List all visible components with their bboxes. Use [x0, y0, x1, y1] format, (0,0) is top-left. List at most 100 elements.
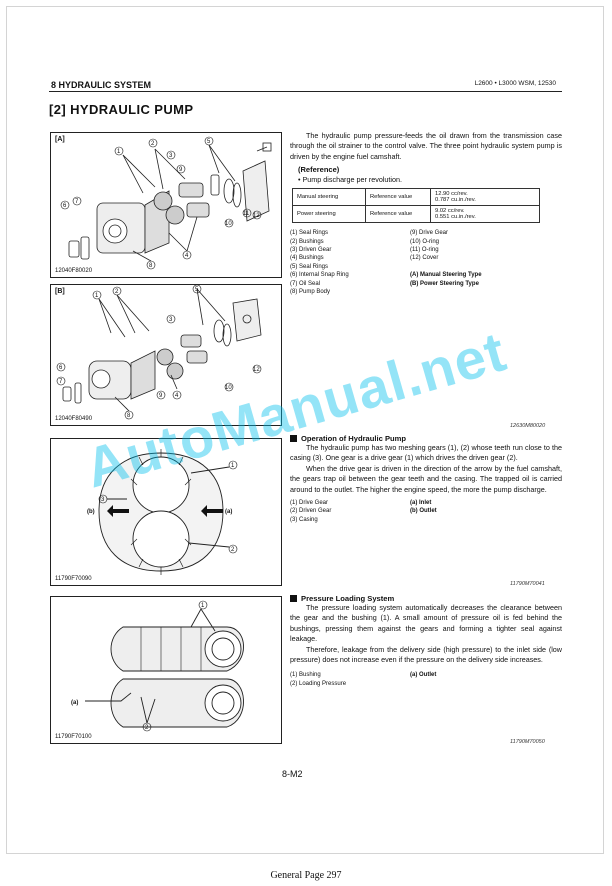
list-item: [410, 680, 550, 688]
svg-text:3: 3: [101, 497, 105, 503]
list-item: [410, 263, 550, 271]
list-item: (a) Outlet: [410, 672, 437, 679]
discharge-table: Manual steering Reference value 12.90 cc…: [292, 188, 540, 224]
figure-label: [A]: [55, 136, 65, 143]
svg-text:3: 3: [169, 317, 173, 323]
reference-title: (Reference): [298, 165, 340, 175]
svg-text:7: 7: [75, 199, 79, 205]
list-item: (7) Oil Seal: [290, 280, 321, 287]
table-cell: 12.90 cc/rev.0.787 cu.in./rev.: [430, 188, 540, 207]
figure-code: 12040F80490: [55, 416, 93, 422]
svg-text:1: 1: [117, 149, 121, 155]
pressure-column: Pressure Loading System The pressure loa…: [290, 594, 562, 688]
outlet-label: (b): [87, 509, 95, 515]
operation-heading: Operation of Hydraulic Pump: [290, 434, 562, 443]
list-item: (12) Cover: [410, 255, 439, 262]
list-item: (2) Loading Pressure: [290, 680, 347, 687]
square-bullet-icon: [290, 595, 297, 602]
svg-text:1: 1: [95, 293, 99, 299]
list-item: (3) Casing: [290, 516, 318, 523]
table-cell: Power steering: [292, 205, 366, 224]
svg-text:1: 1: [231, 463, 235, 469]
pressure-paragraph-1: The pressure loading system automaticall…: [290, 603, 562, 644]
figure-manual-steering-pump: 1 2 5 4 8 6 7 10 11 12 9 3 [A] 12040F800…: [50, 132, 282, 278]
table-cell: Reference value: [365, 188, 431, 207]
svg-text:8: 8: [149, 263, 153, 269]
svg-text:9: 9: [179, 167, 183, 173]
svg-text:2: 2: [151, 141, 155, 147]
figure-code: 11790F70100: [55, 734, 92, 740]
table-row: Manual steering Reference value 12.90 cc…: [292, 188, 540, 207]
reference-bullet: • Pump discharge per revolution.: [298, 175, 402, 185]
svg-text:6: 6: [63, 203, 67, 209]
list-item: (A) Manual Steering Type: [410, 272, 482, 279]
svg-text:2: 2: [115, 289, 119, 295]
gear-operation-drawing: 1 2 3 (b) (a): [87, 449, 238, 575]
table-row: Power steering Reference value 9.02 cc/r…: [292, 205, 540, 224]
figure-power-steering-pump: 1 2 5 4 8 6 7 10 12 3 9 [B] 12040F80490: [50, 284, 282, 426]
list-item: (3) Driven Gear: [290, 247, 332, 254]
list-item: (10) O-ring: [410, 238, 440, 245]
svg-text:9: 9: [159, 393, 163, 399]
square-bullet-icon: [290, 435, 297, 442]
operation-paragraph-1: The hydraulic pump has two meshing gears…: [290, 443, 562, 463]
svg-text:5: 5: [195, 287, 199, 293]
list-item: (5) Seal Rings: [290, 263, 329, 270]
model-header: L2600 • L3000 WSM, 12530: [474, 80, 556, 87]
header-rule: [49, 91, 562, 92]
svg-text:12: 12: [253, 367, 260, 373]
list-item: (B) Power Steering Type: [410, 280, 479, 287]
pressure-code: 11790M70050: [510, 739, 545, 745]
list-item: [410, 516, 550, 524]
pressure-loading-drawing: 1 2 (a): [71, 600, 244, 732]
pressure-legend: (1) Bushing (a) Outlet (2) Loading Pressu…: [290, 671, 562, 688]
svg-text:3: 3: [169, 153, 173, 159]
operation-column: Operation of Hydraulic Pump The hydrauli…: [290, 434, 562, 524]
list-item: (9) Drive Gear: [410, 230, 449, 237]
page-frame: [6, 6, 604, 854]
intro-column: The hydraulic pump pressure-feeds the oi…: [290, 131, 562, 296]
page-title: [2] HYDRAULIC PUMP: [49, 102, 194, 117]
pump-exploded-drawing-a: 1 2 5 4 8 6 7 10 11 12 9 3: [60, 136, 272, 270]
list-item: (2) Driven Gear: [290, 508, 332, 515]
svg-text:7: 7: [59, 379, 63, 385]
section-header: 8 HYDRAULIC SYSTEM: [51, 80, 152, 90]
list-item: [410, 288, 550, 296]
svg-text:10: 10: [225, 221, 232, 227]
list-item: (1) Drive Gear: [290, 500, 329, 507]
operation-paragraph-2: When the drive gear is driven in the dir…: [290, 463, 562, 494]
table-cell: 9.02 cc/rev.0.551 cu.in./rev.: [430, 205, 540, 224]
pressure-paragraph-2: Therefore, leakage from the delivery sid…: [290, 644, 562, 665]
table-cell: Reference value: [365, 205, 431, 224]
svg-text:2: 2: [231, 547, 235, 553]
pressure-heading: Pressure Loading System: [290, 594, 562, 603]
svg-text:6: 6: [59, 365, 63, 371]
svg-text:5: 5: [207, 139, 211, 145]
list-item: (b) Outlet: [410, 508, 437, 515]
list-item: (4) Bushings: [290, 255, 324, 262]
svg-text:11: 11: [243, 211, 250, 217]
list-item: (1) Seal Rings: [290, 230, 329, 237]
parts-legend: (1) Seal Rings (9) Drive Gear (2) Bushing…: [290, 229, 562, 296]
figure-code: 12040F80020: [55, 268, 93, 274]
figure-gear-operation: 1 2 3 (b) (a) 11790F70090: [50, 438, 282, 586]
svg-text:2: 2: [145, 725, 149, 731]
list-item: (8) Pump Body: [290, 289, 331, 296]
inlet-label: (a): [71, 700, 78, 706]
list-item: (1) Bushing: [290, 672, 321, 679]
intro-paragraph: The hydraulic pump pressure-feeds the oi…: [290, 131, 562, 161]
list-item: (6) Internal Snap Ring: [290, 272, 349, 279]
figure-code: 11790F70090: [55, 576, 92, 582]
list-item: (2) Bushings: [290, 238, 324, 245]
svg-text:1: 1: [201, 603, 205, 609]
page-number: 8-M2: [282, 769, 303, 779]
operation-code: 11790M70041: [510, 581, 545, 587]
pump-exploded-drawing-b: 1 2 5 4 8 6 7 10 12 3 9: [56, 285, 262, 420]
list-item: (a) Inlet: [410, 500, 432, 507]
svg-text:4: 4: [185, 253, 189, 259]
reference-code: 12630M80020: [510, 423, 546, 429]
svg-text:12: 12: [253, 213, 260, 219]
general-page-footer: General Page 297: [270, 870, 342, 881]
inlet-label: (a): [225, 509, 232, 515]
svg-text:4: 4: [175, 393, 179, 399]
